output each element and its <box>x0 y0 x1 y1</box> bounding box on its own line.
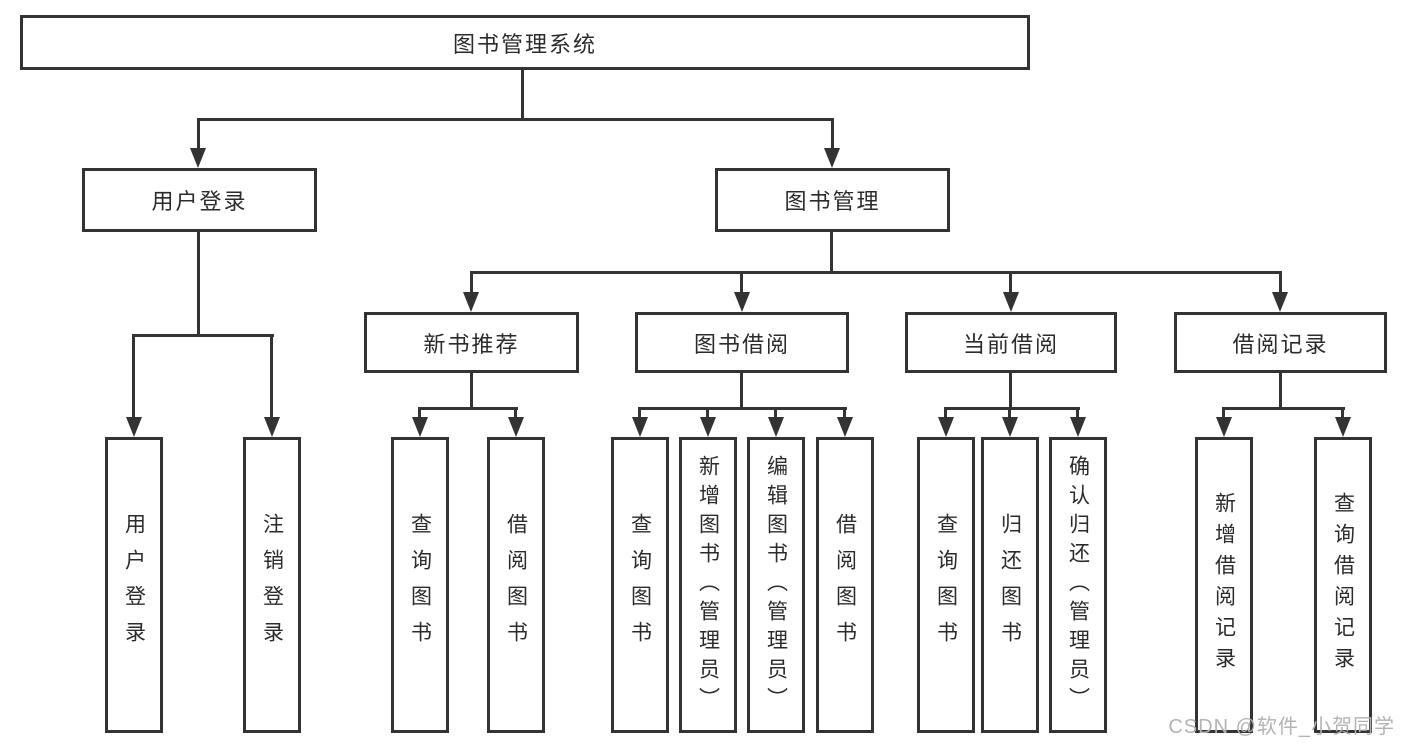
connector-leaf-line <box>418 407 421 421</box>
arrowhead-leaf-icon <box>412 417 428 437</box>
arrowhead-leaf-icon <box>1002 417 1018 437</box>
connector-book-management-stem <box>830 232 833 274</box>
connector-leaf-line <box>843 407 846 421</box>
node-user-login: 用户登录 <box>82 168 317 232</box>
connector-to-borrowing-records <box>1279 271 1282 297</box>
node-user-login-label: 用户登录 <box>151 189 248 214</box>
connector-currentborrow-bar <box>944 407 1080 410</box>
connector-newbooks-stem <box>470 373 473 410</box>
arrowhead-leaf-icon <box>768 417 784 437</box>
connector-user-login-stem <box>197 232 200 334</box>
leaf-logout: 注销登录 <box>243 437 301 733</box>
connector-newbooks-bar <box>418 407 518 410</box>
connector-records-bar <box>1222 407 1345 410</box>
leaf-return-book: 归还图书 <box>981 437 1039 733</box>
arrowhead-leaf-icon <box>938 417 954 437</box>
leaf-confirm-return-admin: 确认归还（管理员） <box>1049 437 1107 733</box>
connector-to-user-login <box>197 118 200 150</box>
node-book-borrowing: 图书借阅 <box>635 312 849 373</box>
leaf-query-books-borrowing-label: 查询图书 <box>628 513 652 657</box>
leaf-query-books-current-label: 查询图书 <box>934 513 958 657</box>
connector-bookborrow-stem <box>740 373 743 410</box>
arrowhead-new-book-recommendation-icon <box>463 292 479 312</box>
node-root-label: 图书管理系统 <box>452 31 597 57</box>
arrowhead-leaf-user-login-icon <box>126 417 142 437</box>
arrowhead-current-borrowing-icon <box>1003 292 1019 312</box>
arrowhead-leaf-icon <box>508 417 524 437</box>
node-book-borrowing-label: 图书借阅 <box>693 331 790 357</box>
leaf-add-book-admin-label: 新增图书（管理员） <box>696 454 720 716</box>
leaf-query-books-borrowing: 查询图书 <box>611 437 669 733</box>
connector-to-leaf-user-login <box>132 334 135 420</box>
node-book-management-label: 图书管理 <box>784 189 881 214</box>
node-borrowing-records: 借阅记录 <box>1174 312 1387 373</box>
leaf-query-borrow-record: 查询借阅记录 <box>1314 437 1372 733</box>
arrowhead-book-borrowing-icon <box>734 292 750 312</box>
connector-to-book-borrowing <box>740 271 743 297</box>
leaf-query-books-current: 查询图书 <box>917 437 975 733</box>
node-book-management: 图书管理 <box>715 168 950 232</box>
connector-leaf-line <box>706 407 709 421</box>
connector-root-stem <box>521 70 524 118</box>
connector-leaf-line <box>1222 407 1225 421</box>
leaf-borrow-books-borrowing-label: 借阅图书 <box>833 513 857 657</box>
leaf-add-book-admin: 新增图书（管理员） <box>679 437 737 733</box>
connector-level3-bar <box>470 271 1282 274</box>
arrowhead-leaf-icon <box>1335 417 1351 437</box>
node-new-book-recommendation-label: 新书推荐 <box>423 331 520 357</box>
arrowhead-book-management-icon <box>824 148 840 168</box>
leaf-confirm-return-admin-label: 确认归还（管理员） <box>1066 454 1090 716</box>
connector-records-stem <box>1279 373 1282 410</box>
connector-currentborrow-stem <box>1009 373 1012 410</box>
node-root: 图书管理系统 <box>20 15 1030 70</box>
node-borrowing-records-label: 借阅记录 <box>1232 331 1329 357</box>
connector-to-leaf-logout <box>270 334 273 420</box>
arrowhead-user-login-icon <box>190 148 206 168</box>
connector-leaf-line <box>514 407 517 421</box>
node-current-borrowing-label: 当前借阅 <box>962 331 1059 357</box>
node-current-borrowing: 当前借阅 <box>905 312 1117 373</box>
connector-to-book-management <box>831 118 834 150</box>
arrowhead-leaf-icon <box>1070 417 1086 437</box>
arrowhead-borrowing-records-icon <box>1272 292 1288 312</box>
connector-leaf-line <box>774 407 777 421</box>
arrowhead-leaf-icon <box>700 417 716 437</box>
leaf-edit-book-admin-label: 编辑图书（管理员） <box>764 454 788 716</box>
leaf-borrow-books-newbooks-label: 借阅图书 <box>504 513 528 657</box>
leaf-borrow-books-borrowing: 借阅图书 <box>816 437 874 733</box>
leaf-return-book-label: 归还图书 <box>998 513 1022 657</box>
arrowhead-leaf-logout-icon <box>264 417 280 437</box>
connector-leaf-line <box>944 407 947 421</box>
connector-leaf-line <box>1076 407 1079 421</box>
leaf-add-borrow-record-label: 新增借阅记录 <box>1212 492 1236 678</box>
connector-user-login-bar <box>132 334 274 337</box>
leaf-user-login: 用户登录 <box>105 437 163 733</box>
leaf-query-books-newbooks-label: 查询图书 <box>408 513 432 657</box>
connector-to-current-borrowing <box>1009 271 1012 297</box>
leaf-query-books-newbooks: 查询图书 <box>391 437 449 733</box>
arrowhead-leaf-icon <box>632 417 648 437</box>
connector-leaf-line <box>1008 407 1011 421</box>
node-new-book-recommendation: 新书推荐 <box>364 312 579 373</box>
arrowhead-leaf-icon <box>837 417 853 437</box>
leaf-edit-book-admin: 编辑图书（管理员） <box>747 437 805 733</box>
connector-leaf-line <box>1341 407 1344 421</box>
leaf-user-login-label: 用户登录 <box>122 513 146 657</box>
leaf-query-borrow-record-label: 查询借阅记录 <box>1331 492 1355 678</box>
watermark: CSDN @软件_小贺同学 <box>1168 716 1395 738</box>
connector-bookborrow-bar <box>638 407 847 410</box>
connector-leaf-line <box>638 407 641 421</box>
leaf-logout-label: 注销登录 <box>260 513 284 657</box>
leaf-add-borrow-record: 新增借阅记录 <box>1195 437 1253 733</box>
connector-level2-bar <box>197 118 834 121</box>
connector-to-new-book-recommendation <box>470 271 473 297</box>
leaf-borrow-books-newbooks: 借阅图书 <box>487 437 545 733</box>
arrowhead-leaf-icon <box>1216 417 1232 437</box>
